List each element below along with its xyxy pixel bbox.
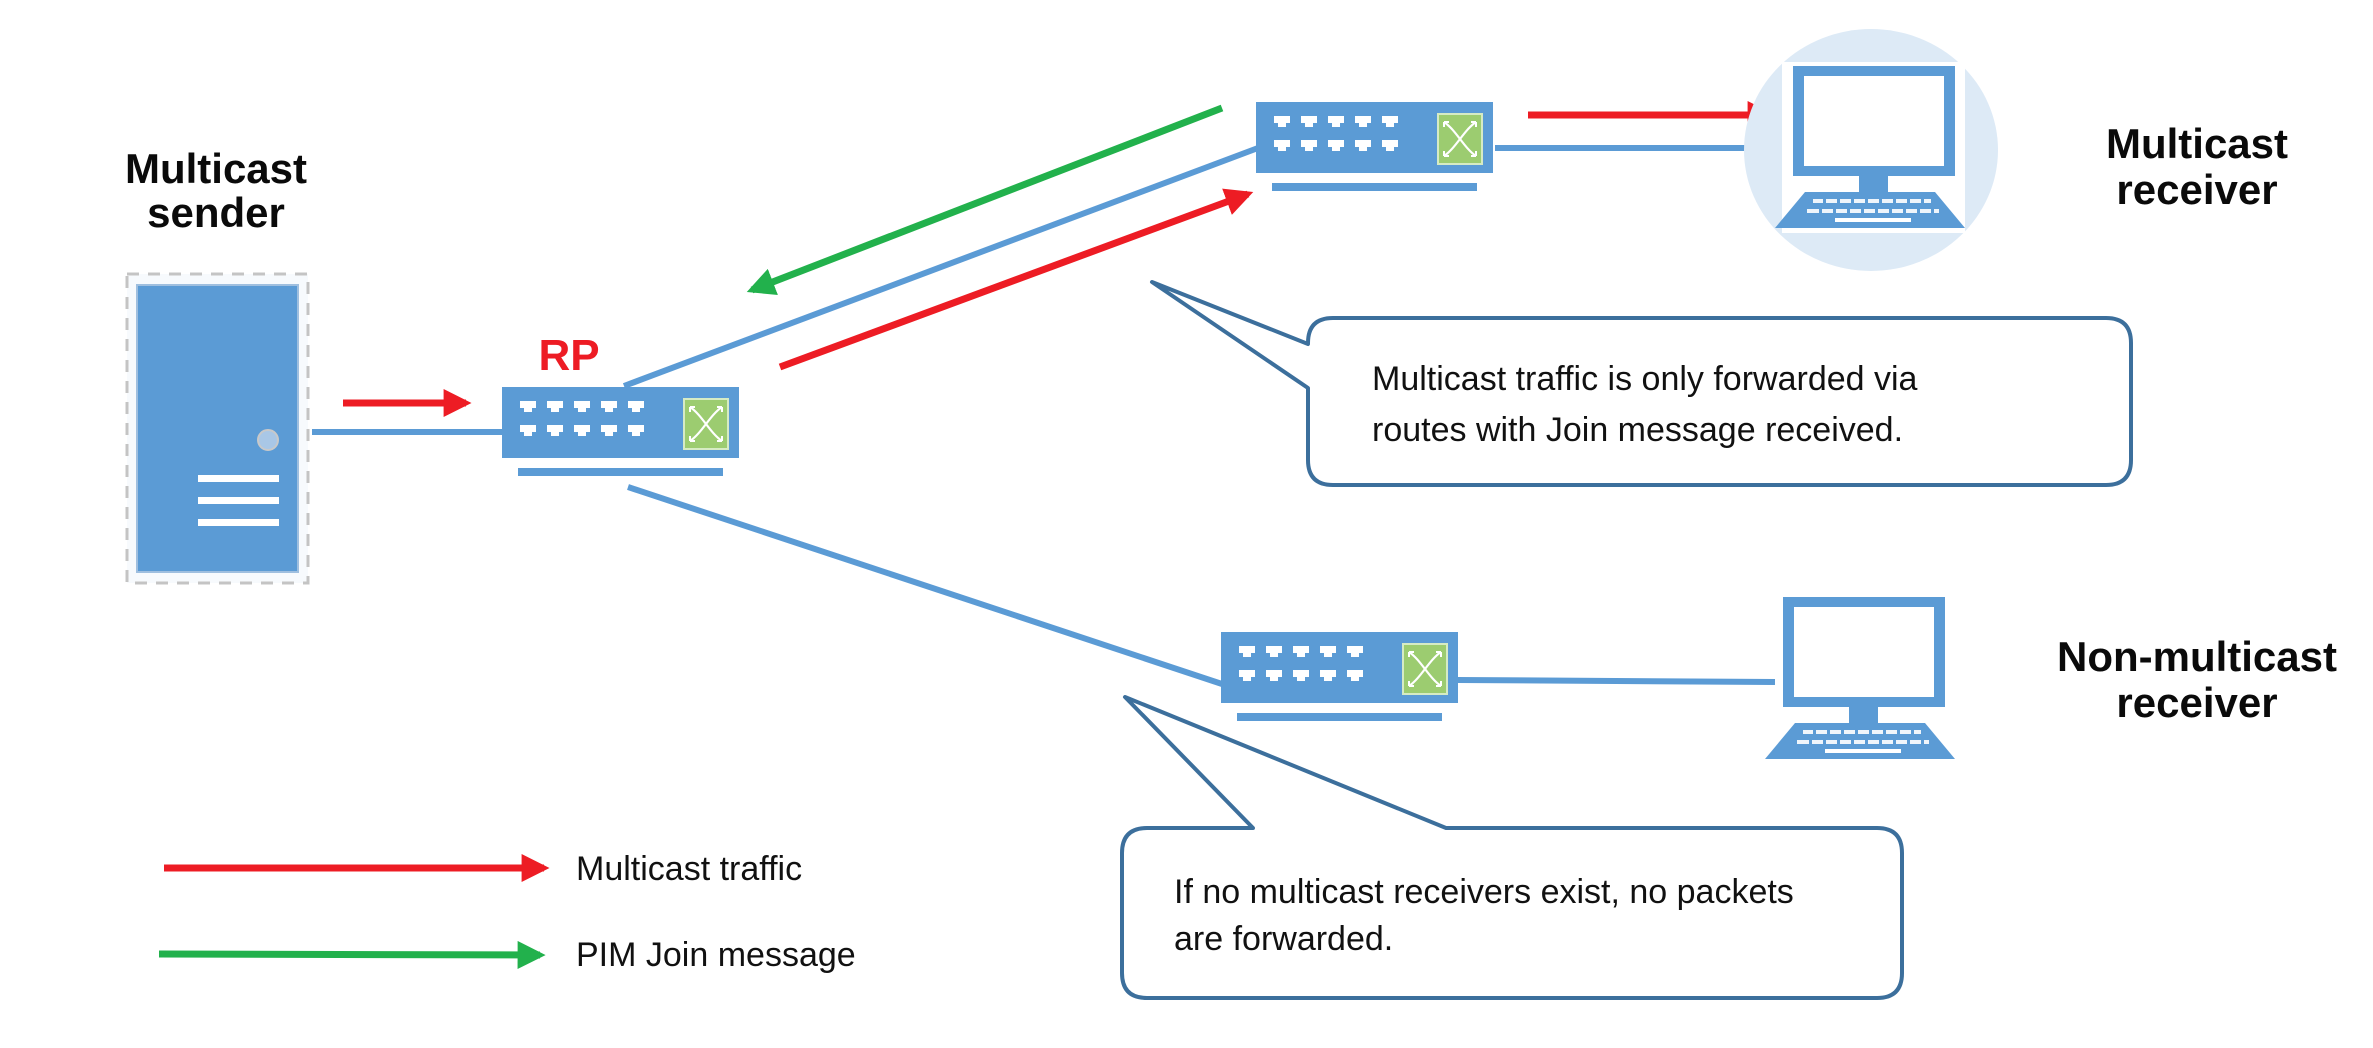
upper-switch xyxy=(1254,100,1495,193)
switch-icon xyxy=(1219,630,1460,723)
legend-label: Multicast traffic xyxy=(576,850,802,888)
rp-label: RP xyxy=(538,331,599,380)
multicast-receiver-label-line1: Multicast xyxy=(2106,120,2288,167)
callout-bubble xyxy=(1120,695,1904,1000)
legend-item-multicast-traffic: Multicast traffic xyxy=(164,850,802,888)
non-multicast-receiver: Non-multicast receiver xyxy=(1765,597,2337,759)
desktop-computer-icon xyxy=(1775,66,1965,228)
legend-item-pim-join: PIM Join message xyxy=(158,936,856,974)
multicast-traffic-arrow-rp-to-upper-switch xyxy=(778,188,1254,371)
non-multicast-receiver-label-line2: receiver xyxy=(2116,679,2277,726)
callout-text-line1: If no multicast receivers exist, no pack… xyxy=(1174,873,1794,911)
switch-icon xyxy=(500,385,741,478)
switch-icon xyxy=(1254,100,1495,193)
legend: Multicast traffic PIM Join message xyxy=(158,850,856,974)
multicast-receiver-label-line2: receiver xyxy=(2116,166,2277,213)
callout-text-line2: routes with Join message received. xyxy=(1372,411,1903,449)
multicast-receiver: Multicast receiver xyxy=(1744,29,2288,271)
callout-bubble xyxy=(1150,280,2133,487)
sender-label-line2: sender xyxy=(147,189,285,236)
link-lower-switch-receiver xyxy=(1457,677,1776,685)
server-icon xyxy=(136,284,299,573)
callout-join-routes: Multicast traffic is only forwarded via … xyxy=(1150,280,2133,487)
callout-text-line2: are forwarded. xyxy=(1174,920,1393,958)
multicast-sender: Multicast sender xyxy=(125,145,310,585)
link-rp-lower-switch xyxy=(627,484,1223,687)
sender-label-line1: Multicast xyxy=(125,145,307,192)
lower-switch xyxy=(1219,630,1460,723)
link-rp-upper-switch xyxy=(622,145,1260,389)
rp-switch: RP xyxy=(500,331,741,478)
callout-text-line1: Multicast traffic is only forwarded via xyxy=(1372,360,1918,398)
legend-label: PIM Join message xyxy=(576,936,856,974)
callout-no-receivers: If no multicast receivers exist, no pack… xyxy=(1120,695,1904,1000)
pim-join-arrow-upper-switch-to-rp xyxy=(746,104,1224,295)
legend-green-arrow xyxy=(158,940,546,969)
non-multicast-receiver-label-line1: Non-multicast xyxy=(2057,633,2337,680)
desktop-computer-icon xyxy=(1765,597,1955,759)
